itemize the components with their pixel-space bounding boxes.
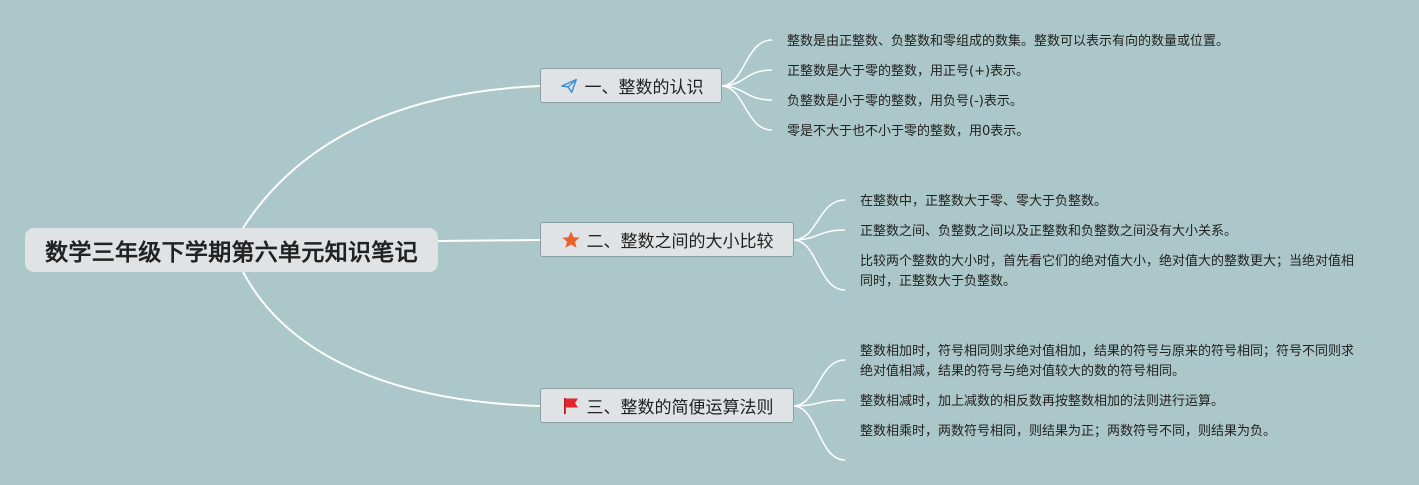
branch-topic-2[interactable]: 二、整数之间的大小比较 xyxy=(540,222,794,257)
leaf-1-4[interactable]: 零是不大于也不小于零的整数，用0表示。 xyxy=(787,124,1030,139)
leaf-3-2[interactable]: 整数相减时，加上减数的相反数再按整数相加的法则进行运算。 xyxy=(860,394,1225,409)
leaf-1-2[interactable]: 正整数是大于零的整数，用正号(+)表示。 xyxy=(787,64,1030,79)
branch-topic-3-label: 三、整数的简便运算法则 xyxy=(586,398,774,418)
flag-icon xyxy=(561,396,581,416)
leaf-1-1[interactable]: 整数是由正整数、负整数和零组成的数集。整数可以表示有向的数量或位置。 xyxy=(787,34,1230,49)
leaf-1-3[interactable]: 负整数是小于零的整数，用负号(-)表示。 xyxy=(787,94,1023,109)
leaf-3-1[interactable]: 整数相加时，符号相同则求绝对值相加，结果的符号与原来的符号相同；符号不同则求绝对… xyxy=(860,344,1355,379)
branch-topic-3[interactable]: 三、整数的简便运算法则 xyxy=(540,388,794,423)
root-topic[interactable]: 数学三年级下学期第六单元知识笔记 xyxy=(25,228,438,272)
leaf-2-2[interactable]: 正整数之间、负整数之间以及正整数和负整数之间没有大小关系。 xyxy=(860,224,1238,239)
star-icon xyxy=(561,230,581,250)
leaf-2-3[interactable]: 比较两个整数的大小时，首先看它们的绝对值大小，绝对值大的整数更大；当绝对值相同时… xyxy=(860,254,1355,289)
branch-topic-1[interactable]: 一、整数的认识 xyxy=(540,68,722,103)
paper-plane-icon xyxy=(559,76,579,96)
branch-topic-2-label: 二、整数之间的大小比较 xyxy=(586,232,774,252)
leaf-2-1[interactable]: 在整数中，正整数大于零、零大于负整数。 xyxy=(860,194,1108,209)
leaf-3-3[interactable]: 整数相乘时，两数符号相同，则结果为正；两数符号不同，则结果为负。 xyxy=(860,424,1277,439)
branch-topic-1-label: 一、整数的认识 xyxy=(584,78,704,98)
